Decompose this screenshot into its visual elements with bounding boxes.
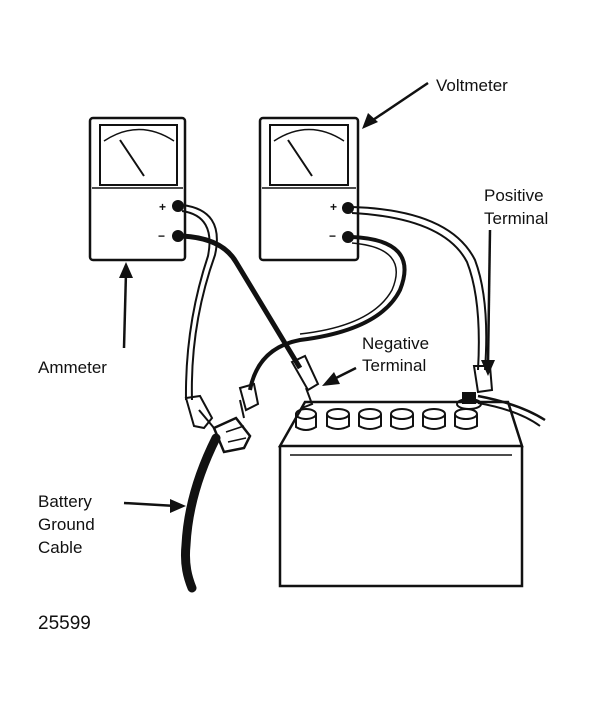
voltmeter-negative-lead: [238, 235, 407, 419]
ammeter-positive-lead: [181, 204, 218, 430]
battery-ground-cable: [181, 416, 252, 593]
figure-number: 25599: [38, 613, 91, 634]
ammeter-arrow: [119, 262, 133, 349]
voltmeter-negative-post: [342, 231, 354, 243]
battery-cell-caps: [326, 408, 478, 430]
negative-terminal-label-line2: Terminal: [362, 356, 426, 375]
ground-cable-label-line3: Cable: [38, 538, 82, 557]
ammeter-negative-post: [172, 230, 184, 242]
ammeter-positive-post: [172, 200, 184, 212]
battery-positive-post: [456, 392, 482, 410]
voltmeter: + −: [258, 116, 360, 262]
ammeter-minus-sign: −: [158, 229, 165, 243]
battery-negative-post: [295, 408, 317, 431]
positive-terminal-label-line1: Positive: [484, 186, 544, 205]
ammeter-plus-sign: +: [159, 200, 166, 214]
ground-cable-arrow: [123, 499, 186, 513]
negative-terminal-arrow: [322, 366, 357, 386]
positive-battery-cable: [477, 394, 546, 422]
ground-cable-label-line2: Ground: [38, 515, 95, 534]
ground-cable-label-line1: Battery: [38, 492, 92, 511]
positive-terminal-arrow: [481, 229, 495, 376]
voltmeter-arrow: [362, 81, 429, 129]
ammeter: + −: [88, 116, 187, 262]
ammeter-label: Ammeter: [38, 358, 107, 377]
voltmeter-minus-sign: −: [329, 229, 336, 243]
voltmeter-label: Voltmeter: [436, 76, 508, 95]
voltmeter-plus-sign: +: [330, 200, 337, 214]
ammeter-negative-lead: [181, 233, 320, 409]
voltmeter-positive-post: [342, 202, 354, 214]
negative-terminal-label-line1: Negative: [362, 334, 429, 353]
battery: [277, 392, 524, 588]
positive-terminal-label-line2: Terminal: [484, 209, 548, 228]
